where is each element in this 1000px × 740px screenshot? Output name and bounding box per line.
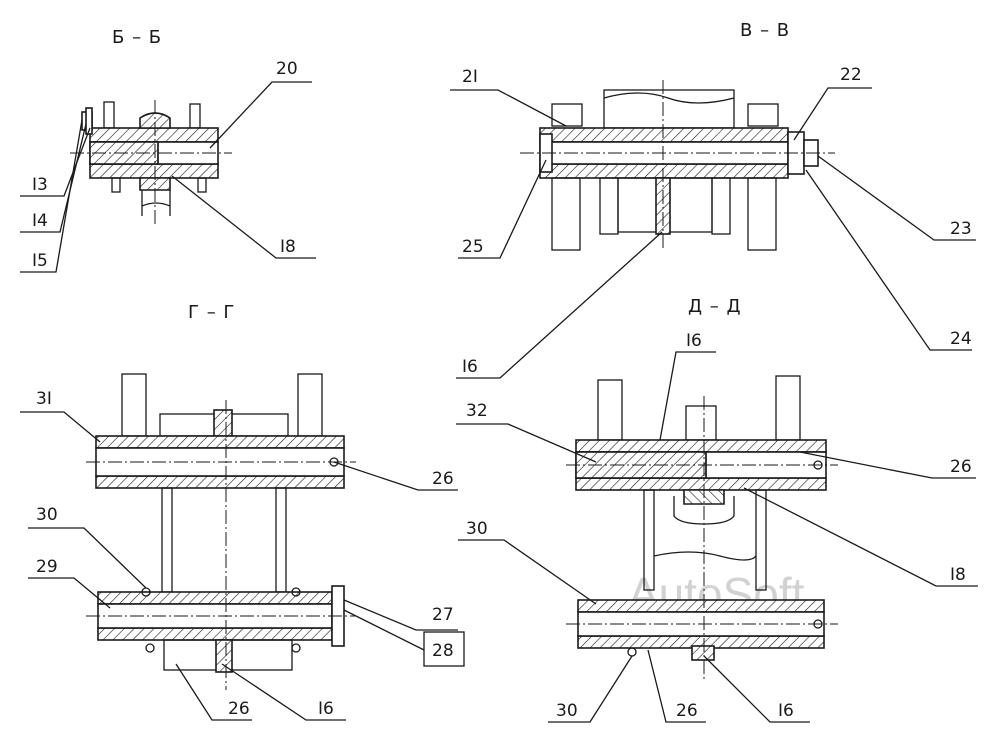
label-dd-18: I8 [950,565,966,585]
label-gg-30: 30 [36,505,58,525]
section-title-bb: Б – Б [112,27,162,48]
section-gg: Г – Г 3I 26 3 [20,302,465,721]
label-bb-18: I8 [280,237,296,257]
label-bb-20: 20 [276,59,298,79]
section-vv: В – В 2I 22 23 24 25 [450,20,976,379]
label-gg-26a: 26 [432,469,454,489]
label-vv-22: 22 [840,65,862,85]
label-vv-24: 24 [950,329,972,349]
label-vv-21: 2I [462,67,478,87]
section-bb: Б – Б 20 I3 I4 I5 I8 [20,27,316,273]
label-bb-13: I3 [32,175,48,195]
section-title-vv: В – В [740,20,790,41]
label-vv-25: 25 [462,237,484,257]
section-title-gg: Г – Г [188,302,235,323]
label-gg-16: I6 [318,699,334,719]
label-vv-16: I6 [462,357,478,377]
label-bb-14: I4 [32,211,48,231]
label-vv-23: 23 [950,219,972,239]
label-dd-16a: I6 [686,331,702,351]
label-dd-30a: 30 [466,519,488,539]
section-dd: Д – Д I6 32 26 [456,296,978,723]
label-dd-26a: 26 [950,457,972,477]
label-dd-32: 32 [466,401,488,421]
label-gg-29: 29 [36,557,58,577]
label-gg-26b: 26 [228,699,250,719]
label-dd-30b: 30 [556,701,578,721]
section-title-dd: Д – Д [688,296,742,317]
label-gg-27: 27 [432,605,454,625]
label-bb-15: I5 [32,251,48,271]
label-dd-26b: 26 [676,701,698,721]
label-gg-28: 28 [432,641,454,661]
label-dd-16b: I6 [778,701,794,721]
label-gg-31: 3I [36,389,52,409]
